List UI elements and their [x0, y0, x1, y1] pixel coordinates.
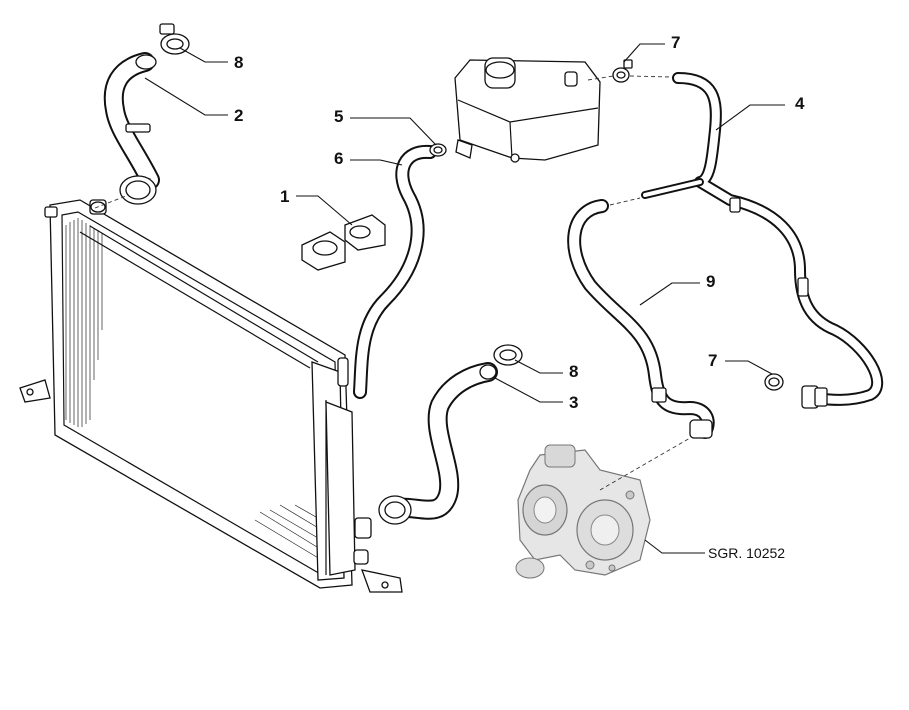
callout-7-lower: 7 — [708, 351, 717, 370]
hose-9 — [567, 199, 715, 439]
hose-4 — [641, 72, 884, 409]
expansion-tank — [454, 57, 601, 163]
callout-8-upper: 8 — [234, 53, 243, 72]
callout-2: 2 — [234, 106, 243, 125]
hose-6 — [353, 144, 437, 399]
callout-7-upper: 7 — [671, 33, 680, 52]
connection-lines — [94, 75, 691, 491]
callout-1: 1 — [280, 187, 289, 206]
clamp-7-lower — [764, 373, 784, 391]
clamp-7-upper — [612, 59, 633, 83]
callout-3: 3 — [569, 393, 578, 412]
callout-8-lower: 8 — [569, 362, 578, 381]
callout-5: 5 — [334, 107, 343, 126]
callout-4: 4 — [795, 94, 805, 113]
callout-9: 9 — [706, 272, 715, 291]
clamp-8-upper — [159, 23, 190, 55]
callout-6: 6 — [334, 149, 343, 168]
radiator — [19, 199, 403, 593]
turbocharger-assembly — [515, 444, 651, 579]
hose-3 — [378, 362, 498, 525]
hose-2 — [103, 52, 160, 205]
drawing-reference: SGR. 10252 — [708, 545, 785, 561]
leader-lines — [144, 43, 785, 554]
clamp-1-assembly — [301, 214, 386, 271]
clamp-5 — [429, 143, 447, 157]
